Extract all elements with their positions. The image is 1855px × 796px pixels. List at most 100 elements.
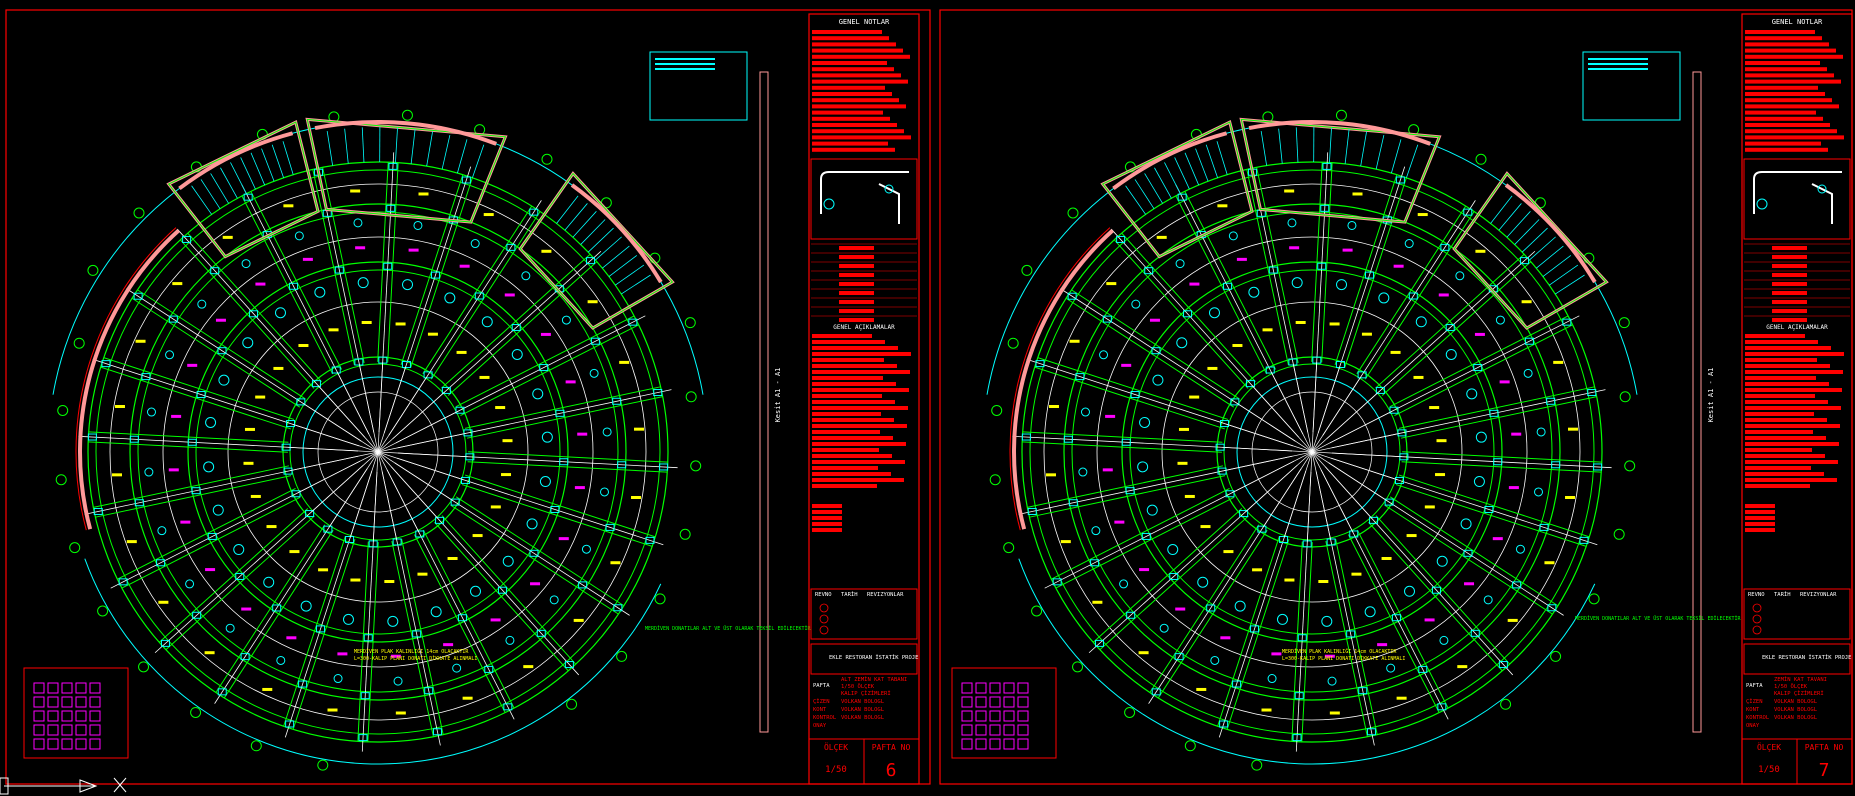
beam-label (574, 486, 585, 490)
column (441, 386, 451, 394)
drawing-title-line: ZEMİN KAT TAVANI (1774, 676, 1827, 683)
note-text-bar (1745, 116, 1823, 121)
radial-beam (455, 315, 635, 408)
radial-beam (1051, 487, 1230, 580)
note-text-bar (1745, 92, 1825, 96)
note-text-bar (812, 123, 897, 127)
schedule-cell (47, 738, 59, 750)
beam-label (1284, 578, 1295, 582)
note-text-bar (1745, 376, 1816, 380)
beam-label (1232, 344, 1243, 348)
radial-beam (95, 475, 292, 518)
stair-note: L=300-KALIP PLANI DONATI DİKKATE ALINMAL… (354, 655, 477, 662)
slab-marker (1197, 576, 1209, 588)
stair-tread (282, 141, 294, 175)
drawing-title-line: 1/50 ÖLÇEK (841, 683, 875, 690)
slab-marker (1475, 431, 1487, 443)
note-text-bar (1745, 448, 1812, 452)
slab-marker (1386, 663, 1396, 673)
slab-marker (1175, 259, 1185, 269)
note-text-bar (812, 454, 892, 458)
column (1144, 267, 1154, 275)
slab-marker (1267, 674, 1277, 684)
notes-header: GENEL NOTLAR (839, 18, 890, 26)
stair-tread (608, 255, 638, 277)
beam-label (266, 525, 277, 529)
schedule-cell (47, 682, 59, 694)
outer-wall (78, 229, 180, 530)
table-cell-bar (1772, 255, 1807, 259)
note-text-bar (812, 54, 910, 59)
grid-bubble (684, 317, 696, 329)
beam-label (1438, 293, 1449, 297)
beam-label (541, 249, 552, 253)
radial-beam (1364, 211, 1475, 380)
column (323, 525, 333, 533)
note-text-bar (1745, 67, 1827, 72)
plan-ring (195, 269, 561, 635)
column (1125, 487, 1135, 495)
grid-bubble (991, 404, 1003, 416)
beam-label (1175, 607, 1186, 611)
detail-marker (1756, 198, 1768, 210)
beam-label (289, 550, 300, 554)
note-text-bar (812, 98, 899, 103)
beam-label (1223, 550, 1234, 554)
table-cell-bar (839, 255, 874, 259)
stair-outer-wall (1504, 183, 1597, 284)
pafta-no-value: 7 (1819, 760, 1830, 781)
note-text-bar (812, 334, 872, 338)
plan-ring (129, 203, 627, 701)
column (331, 366, 341, 374)
schedule-cell (975, 710, 987, 722)
radial-beam (131, 297, 301, 408)
radial-beam (121, 496, 301, 589)
slab-marker (165, 350, 175, 360)
radial-beam (1246, 169, 1289, 366)
schedule-cell (1017, 682, 1029, 694)
beam-label (1139, 568, 1150, 572)
radial-beam (430, 211, 541, 380)
radial-beam (401, 538, 444, 735)
column (1067, 292, 1077, 300)
slab-marker (470, 239, 480, 249)
beam-label (350, 189, 361, 193)
green-note: MERDİVEN DONATILAR ALT VE ÜST OLARAK TEK… (645, 625, 812, 632)
beam-label (1568, 427, 1579, 431)
stair-outer-wall (1112, 131, 1228, 191)
beam-label (1106, 282, 1117, 286)
stair-outer-wall (570, 183, 663, 284)
beam-label (1413, 375, 1424, 379)
plan-ring (1029, 169, 1595, 735)
note-text-bar (812, 466, 878, 470)
stair-tread (1529, 236, 1556, 261)
column (1463, 208, 1473, 216)
radial-beam (1381, 261, 1532, 396)
slab-marker (1078, 467, 1088, 477)
outer-wall-line (1009, 227, 1111, 531)
note-text-bar (812, 460, 905, 464)
stair-outer-wall (1248, 120, 1431, 146)
slab-marker (1131, 299, 1141, 309)
stair-tread (1144, 173, 1163, 204)
column (503, 703, 513, 711)
plan-ring (1161, 301, 1463, 603)
note-text-bar (1745, 484, 1810, 488)
beam-label (1284, 189, 1295, 193)
beam-label (504, 293, 515, 297)
slab-marker (505, 635, 515, 645)
title-row-label: ONAY (813, 723, 827, 729)
note-text-bar (812, 376, 883, 380)
note-text-bar (1745, 528, 1775, 532)
slab-marker (1276, 613, 1288, 625)
column (1335, 361, 1345, 369)
schedule-cell (33, 682, 45, 694)
note-text-bar (812, 484, 877, 488)
beam-label (472, 534, 483, 538)
note-text-bar (1745, 436, 1826, 440)
legend-text-bar (655, 58, 715, 60)
radial-beam (1398, 474, 1590, 538)
stair-note: L=300-KALIP PLANI DONATI DİKKATE ALINMAL… (1282, 655, 1405, 662)
schedule-cell (89, 682, 101, 694)
